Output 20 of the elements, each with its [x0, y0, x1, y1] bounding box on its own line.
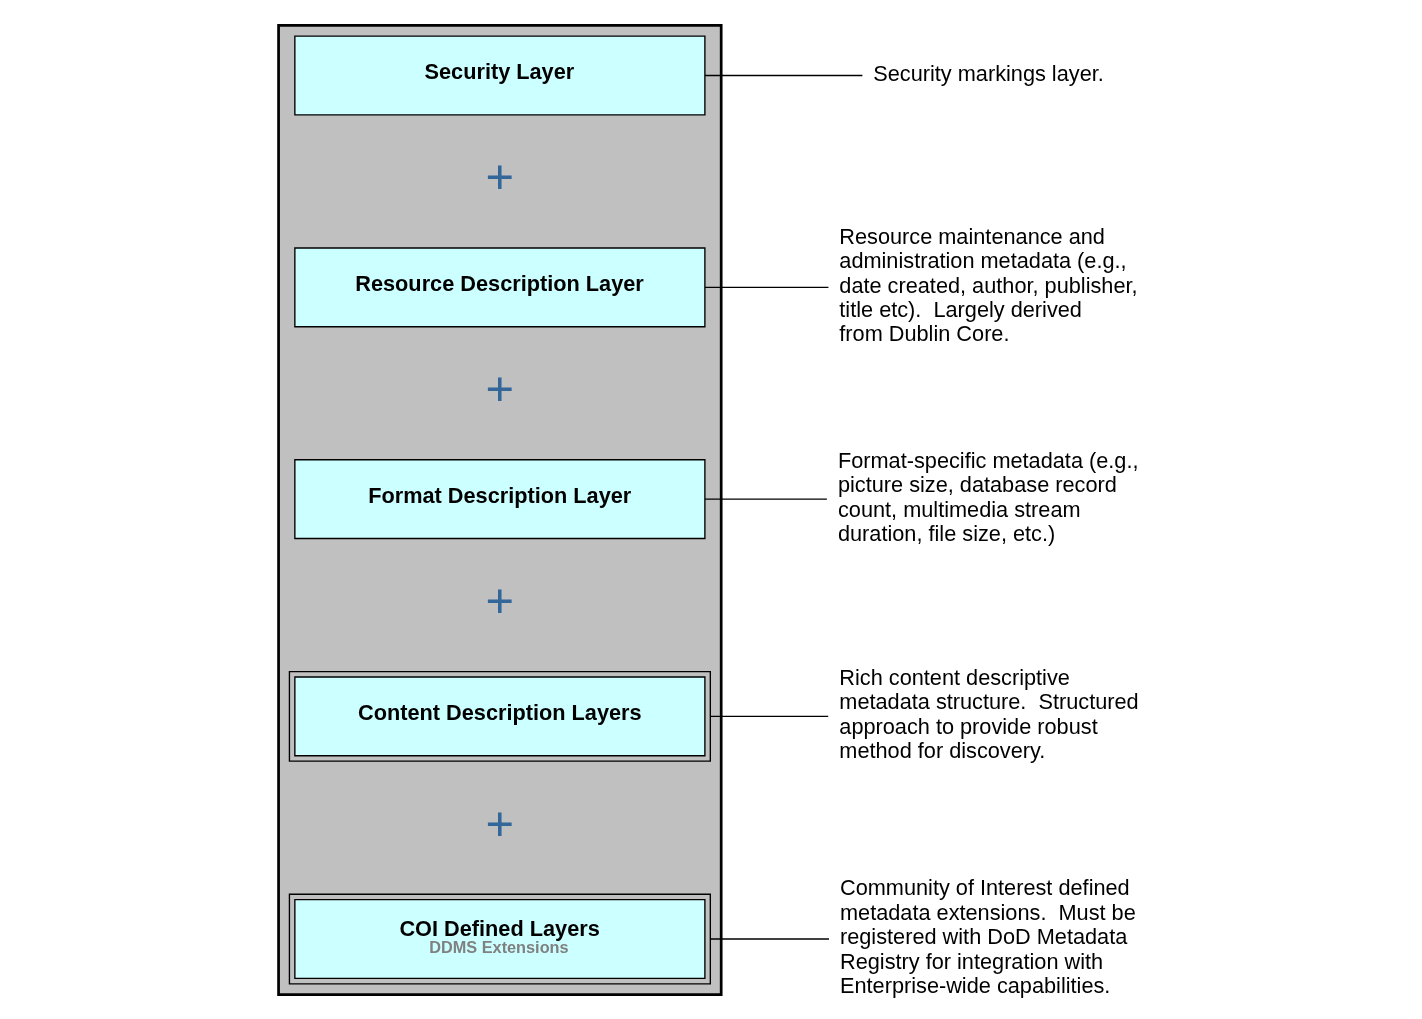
node-text: Format-specific metadata (e.g., picture size, database record count, multimedia stream duration, file size, etc.)	[837, 447, 1139, 546]
node-text: Community of Interest defined metadata extensions. Must be registered with DoD Metadata Registry for integration with Enterprise-wide capabilities.	[839, 874, 1136, 998]
label: +	[485, 572, 515, 627]
label: +	[485, 360, 515, 415]
label: +	[485, 148, 515, 203]
connector	[709, 715, 829, 717]
connector	[704, 74, 864, 76]
node-text: Security markings layer.	[873, 60, 1104, 86]
label: +	[485, 795, 515, 850]
node-text: Rich content descriptive metadata structure. Structured approach to provide robust method for discovery.	[839, 664, 1139, 763]
node-box: Format Description Layer	[294, 458, 706, 539]
connector	[704, 497, 828, 500]
node-box: Content Description Layers	[288, 670, 711, 762]
node-box: Security Layer	[294, 34, 706, 116]
node-box: Resource Description Layer	[294, 246, 706, 327]
node-text: Resource maintenance and administration metadata (e.g., date created, author, publisher, title etc). Largely derived from Dublin Core.	[839, 223, 1138, 346]
connector	[709, 937, 830, 940]
node-box: COI Defined Layers DDMS Extensions	[288, 893, 711, 985]
connector	[704, 286, 830, 288]
cluster	[277, 23, 723, 996]
